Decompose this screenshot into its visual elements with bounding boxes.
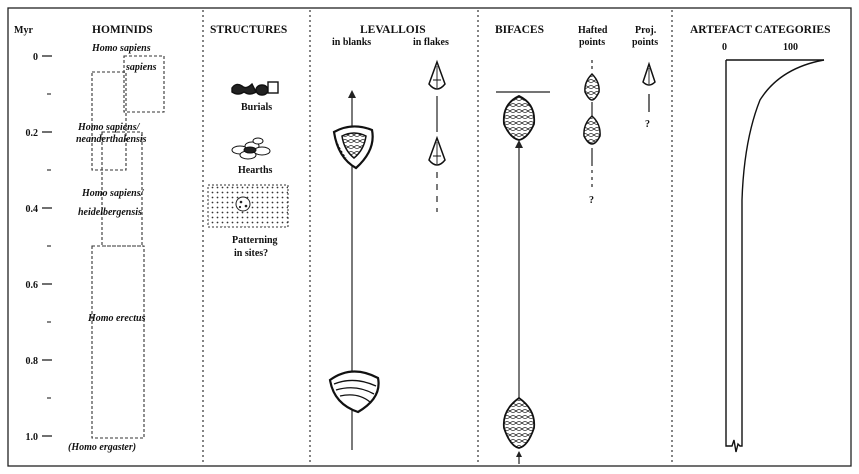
label-heidelbergensis-line1: Homo sapiens/ [81, 188, 145, 199]
label-homo-sapiens-sapiens-line2: sapiens [125, 62, 157, 73]
label-homo-ergaster: (Homo ergaster) [68, 442, 136, 453]
axis-tick-label: 0.4 [26, 204, 39, 215]
artefact-scale-100-label: 100 [783, 42, 798, 53]
projectile-point-icon [642, 61, 656, 86]
header-bifaces: BIFACES [495, 24, 544, 36]
projectile-points-question-mark: ? [645, 119, 650, 130]
levallois-core-side-icon [328, 370, 380, 414]
header-proj-points-line2: points [632, 37, 658, 48]
header-hafted-points-line2: points [579, 37, 605, 48]
artefact-categories-curve [725, 59, 825, 453]
header-proj-points-line1: Proj. [635, 25, 657, 36]
hearth-icon [231, 137, 271, 160]
levallois-core-icon [332, 125, 374, 170]
label-homo-erectus: Homo erectus [87, 313, 146, 324]
axis-unit-label: Myr [14, 25, 33, 36]
biface-handaxe-icon [502, 95, 536, 141]
label-neanderthalensis-line2: neanderthalensis [76, 134, 147, 145]
axis-tick-label: 1.0 [26, 432, 39, 443]
site-patterning-icon [207, 184, 289, 228]
hafted-point-icon [583, 114, 601, 145]
levallois-flake-icon [428, 59, 446, 90]
axis-tick-label: 0.2 [26, 128, 39, 139]
label-patterning-line2: in sites? [234, 248, 268, 259]
bifaces-range-arrowhead [515, 140, 523, 148]
figure-border [7, 7, 852, 467]
axis-tick-label: 0.6 [26, 280, 39, 291]
burial-icon [231, 81, 279, 96]
hafted-point-icon [584, 72, 600, 101]
label-patterning-line1: Patterning [232, 235, 278, 246]
label-hearths: Hearths [238, 165, 273, 176]
bifaces-lower-arrowhead [516, 451, 522, 457]
time-axis: 0 0.2 0.4 0.6 0.8 1.0 [26, 52, 52, 443]
biface-handaxe-icon [502, 396, 536, 449]
axis-tick-label: 0.8 [26, 356, 39, 367]
header-artefact-categories: ARTEFACT CATEGORIES [690, 24, 831, 36]
label-neanderthalensis-line1: Homo sapiens/ [77, 122, 141, 133]
hafted-points-question-mark: ? [589, 195, 594, 206]
header-hafted-points-line1: Hafted [578, 25, 608, 36]
header-levallois: LEVALLOIS [360, 24, 426, 36]
header-structures: STRUCTURES [210, 24, 287, 36]
column-dividers [202, 10, 673, 464]
hominid-ranges [91, 55, 165, 439]
label-homo-sapiens-sapiens-line1: Homo sapiens [91, 43, 151, 54]
artefact-scale-0-label: 0 [722, 42, 727, 53]
label-burials: Burials [241, 102, 272, 113]
subheader-in-blanks: in blanks [332, 37, 371, 48]
header-hominids: HOMINIDS [92, 24, 153, 36]
levallois-blanks-arrowhead [348, 90, 356, 98]
axis-tick-label: 0 [33, 52, 38, 63]
subheader-in-flakes: in flakes [413, 37, 449, 48]
levallois-flake-icon [428, 135, 446, 166]
label-heidelbergensis-line2: heidelbergensis [78, 207, 142, 218]
